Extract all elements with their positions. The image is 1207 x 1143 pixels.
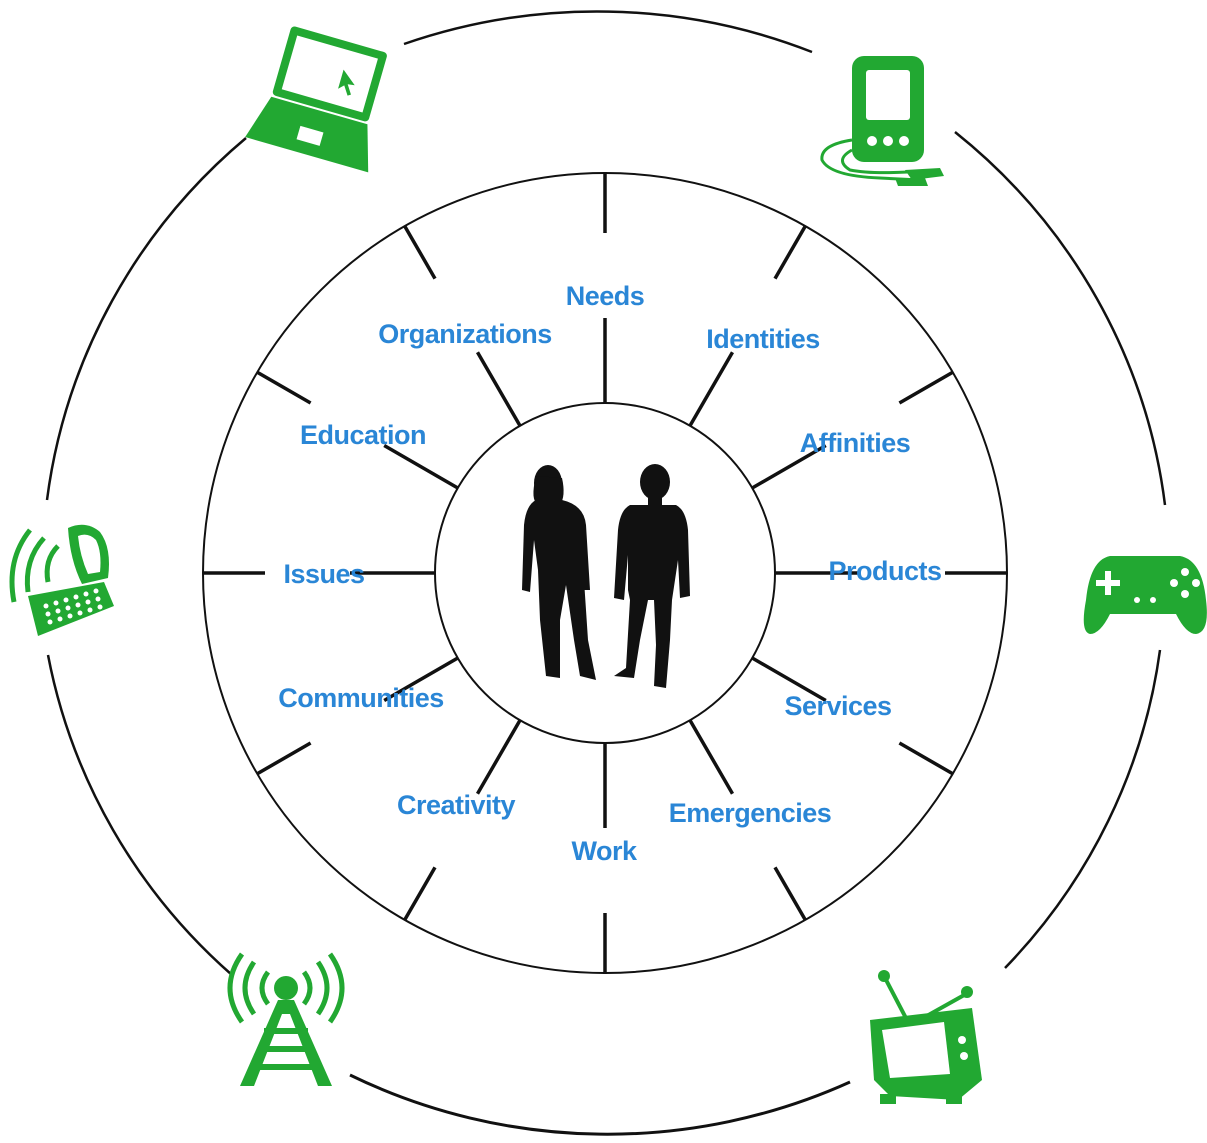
label-services: Services (784, 691, 891, 721)
spoke-line (751, 443, 827, 490)
spoke-line (898, 741, 954, 776)
category-labels: Needs Identities Affinities Products Ser… (278, 281, 942, 866)
spoke-line (383, 656, 459, 703)
label-communities: Communities (278, 683, 444, 713)
label-products: Products (828, 556, 941, 586)
laptop-icon (245, 26, 387, 173)
label-affinities: Affinities (800, 428, 911, 458)
spoke-line (475, 719, 522, 795)
mp3-player-icon (820, 56, 944, 186)
label-creativity: Creativity (397, 790, 516, 820)
spoke-line (773, 224, 808, 280)
spoke-line (256, 741, 312, 776)
spoke-line (688, 351, 735, 427)
spoke-line (475, 351, 522, 427)
television-icon (870, 970, 982, 1104)
people-silhouettes-icon (522, 464, 690, 688)
label-education: Education (300, 420, 426, 450)
spoke-line (751, 656, 827, 703)
label-emergencies: Emergencies (669, 798, 832, 828)
label-identities: Identities (706, 324, 820, 354)
outer-ring (45, 10, 1167, 1136)
spoke-line (383, 443, 459, 490)
spoke-line (773, 866, 808, 922)
label-issues: Issues (283, 559, 364, 589)
label-needs: Needs (566, 281, 645, 311)
spoke-line (688, 719, 735, 795)
spoke-line (402, 224, 437, 280)
mobile-phone-icon (9, 524, 114, 636)
game-controller-icon (1083, 556, 1207, 634)
spokes (204, 172, 1006, 974)
label-work: Work (571, 836, 637, 866)
radio-tower-icon (227, 952, 345, 1086)
label-organizations: Organizations (378, 319, 552, 349)
center-circle (434, 402, 776, 744)
spoke-line (402, 866, 437, 922)
spoke-line (256, 370, 312, 405)
spoke-line (898, 370, 954, 405)
